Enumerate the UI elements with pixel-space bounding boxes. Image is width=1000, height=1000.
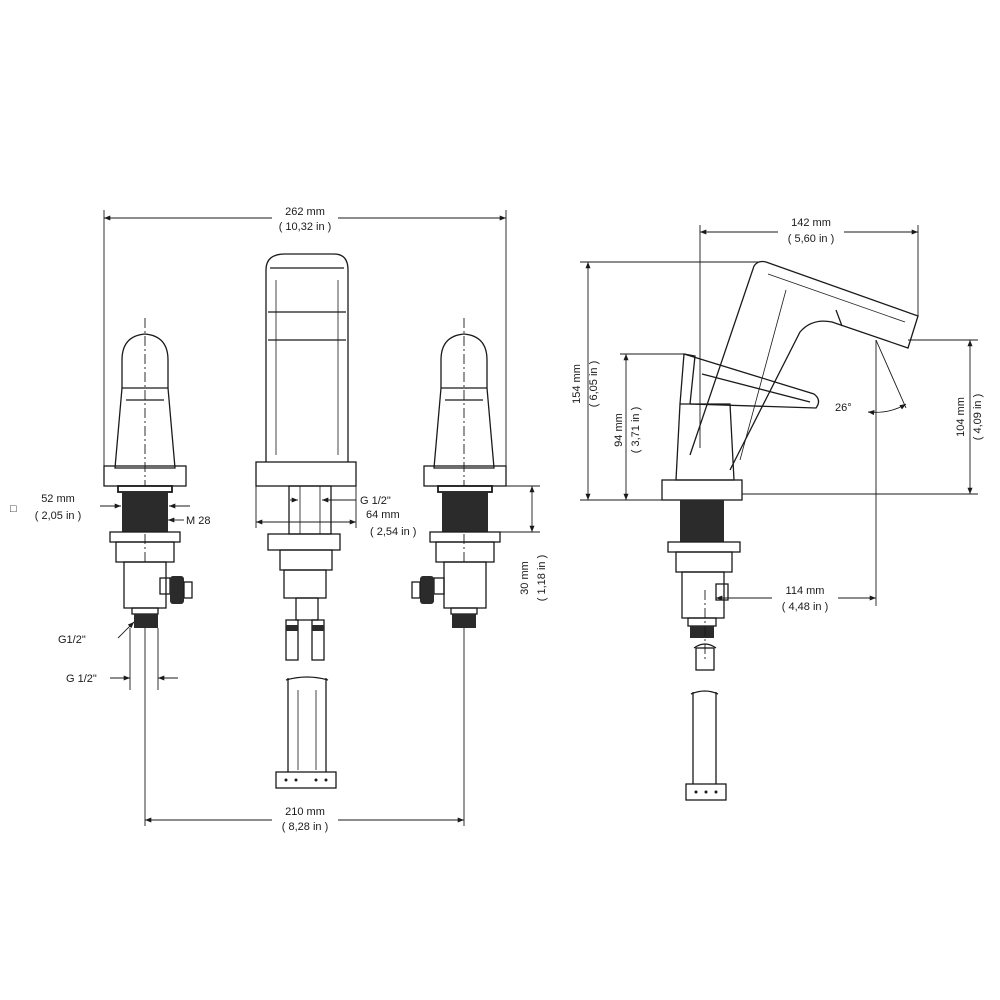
dim-handle-height: 94 mm ( 3,71 in ): [613, 353, 684, 500]
side-faucet-body: [661, 260, 919, 801]
side-view: 142 mm ( 5,60 in ) 154 mm ( 6,05 in ) 94…: [571, 214, 984, 801]
outlet-thread-label: G 1/2": [66, 673, 97, 685]
dim-square-base: □ 52 mm ( 2,05 in ): [10, 493, 190, 522]
front-view: 262 mm ( 10,32 in ) 210 mm ( 8,28 in ) □…: [10, 206, 548, 836]
deck-thickness-mm: 30 mm: [519, 561, 531, 595]
dim-center-spacing: 210 mm ( 8,28 in ): [144, 628, 465, 836]
dim-spout-reach: 142 mm ( 5,60 in ): [699, 214, 919, 448]
handle-height-in: ( 3,71 in ): [630, 407, 642, 453]
dim-inlet-thread-alt: G1/2": [58, 621, 135, 646]
outlet-offset-mm: 114 mm: [786, 585, 825, 597]
center-spacing-mm: 210 mm: [285, 806, 325, 818]
outlet-height-in: ( 4,09 in ): [972, 394, 984, 440]
outlet-height-mm: 104 mm: [955, 397, 967, 437]
dim-thread-size: M 28: [168, 515, 210, 527]
dim-spout-thread: G 1/2": [290, 495, 391, 507]
right-handle: [411, 318, 507, 628]
square-symbol: □: [10, 503, 17, 515]
total-height-mm: 154 mm: [571, 364, 583, 404]
dim-deck-thickness: 30 mm ( 1,18 in ): [500, 485, 548, 601]
left-handle: [103, 318, 193, 628]
spout-reach-in: ( 5,60 in ): [788, 233, 834, 245]
spout-base-mm: 64 mm: [366, 509, 400, 521]
dim-overall-width: 262 mm ( 10,32 in ): [103, 206, 507, 466]
overall-width-mm: 262 mm: [285, 206, 325, 218]
spray-angle-label: 26°: [835, 402, 852, 414]
dim-outlet-thread: G 1/2": [66, 628, 178, 690]
square-base-in: ( 2,05 in ): [35, 510, 81, 522]
dim-outlet-height: 104 mm ( 4,09 in ): [742, 339, 984, 495]
spout-thread-label: G 1/2": [360, 495, 391, 507]
inlet-thread-alt-label: G1/2": [58, 634, 86, 646]
deck-thickness-in: ( 1,18 in ): [536, 555, 548, 601]
dim-spout-base: 64 mm ( 2,54 in ): [255, 486, 416, 538]
overall-width-in: ( 10,32 in ): [279, 221, 332, 233]
outlet-offset-in: ( 4,48 in ): [782, 601, 828, 613]
center-spout: [255, 253, 357, 789]
dim-spray-angle: 26°: [835, 339, 907, 606]
spout-base-in: ( 2,54 in ): [370, 526, 416, 538]
handle-height-mm: 94 mm: [613, 413, 625, 447]
spout-reach-mm: 142 mm: [791, 217, 831, 229]
thread-size-label: M 28: [186, 515, 210, 527]
total-height-in: ( 6,05 in ): [588, 361, 600, 407]
center-spacing-in: ( 8,28 in ): [282, 821, 328, 833]
dim-total-height: 154 mm ( 6,05 in ): [571, 261, 760, 501]
square-base-mm: 52 mm: [41, 493, 75, 505]
dim-outlet-offset: 114 mm ( 4,48 in ): [716, 584, 876, 613]
